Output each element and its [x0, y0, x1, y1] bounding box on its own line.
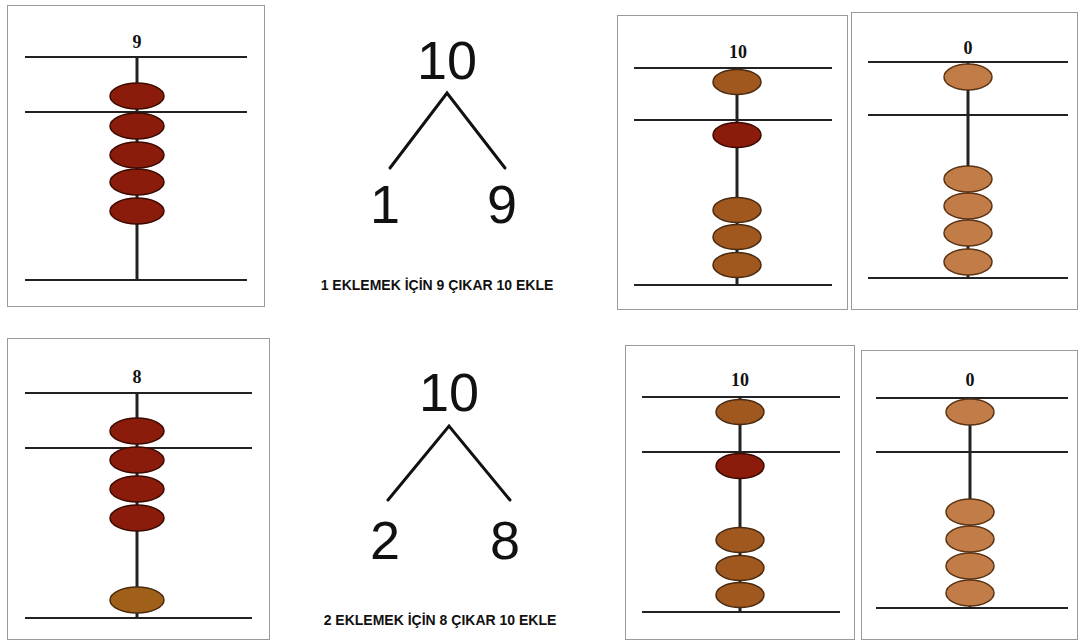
abacus-value: 10 [731, 371, 749, 389]
abacus-panel: 0 [851, 12, 1078, 310]
rule-caption: 2 EKLEMEK İÇİN 8 ÇIKAR 10 EKLE [324, 613, 557, 627]
bond-part: 1 [370, 177, 400, 231]
abacus-value: 10 [729, 43, 747, 61]
abacus-panel: 9 [7, 5, 265, 307]
abacus-value: 0 [966, 371, 975, 389]
abacus-value: 8 [133, 368, 142, 386]
bond-part: 8 [490, 513, 520, 567]
bond-part: 9 [487, 177, 517, 231]
number-bond-line [388, 93, 510, 500]
abacus-panel: 8 [7, 338, 270, 640]
bond-total: 10 [419, 365, 479, 419]
bond-total: 10 [417, 33, 477, 87]
abacus-panel: 10 [625, 345, 855, 640]
abacus-value: 9 [133, 33, 142, 51]
rule-caption: 1 EKLEMEK İÇİN 9 ÇIKAR 10 EKLE [321, 278, 554, 292]
bond-part: 2 [370, 513, 400, 567]
abacus-value: 0 [964, 39, 973, 57]
abacus-panel: 0 [861, 350, 1078, 640]
abacus-panel: 10 [617, 15, 848, 310]
